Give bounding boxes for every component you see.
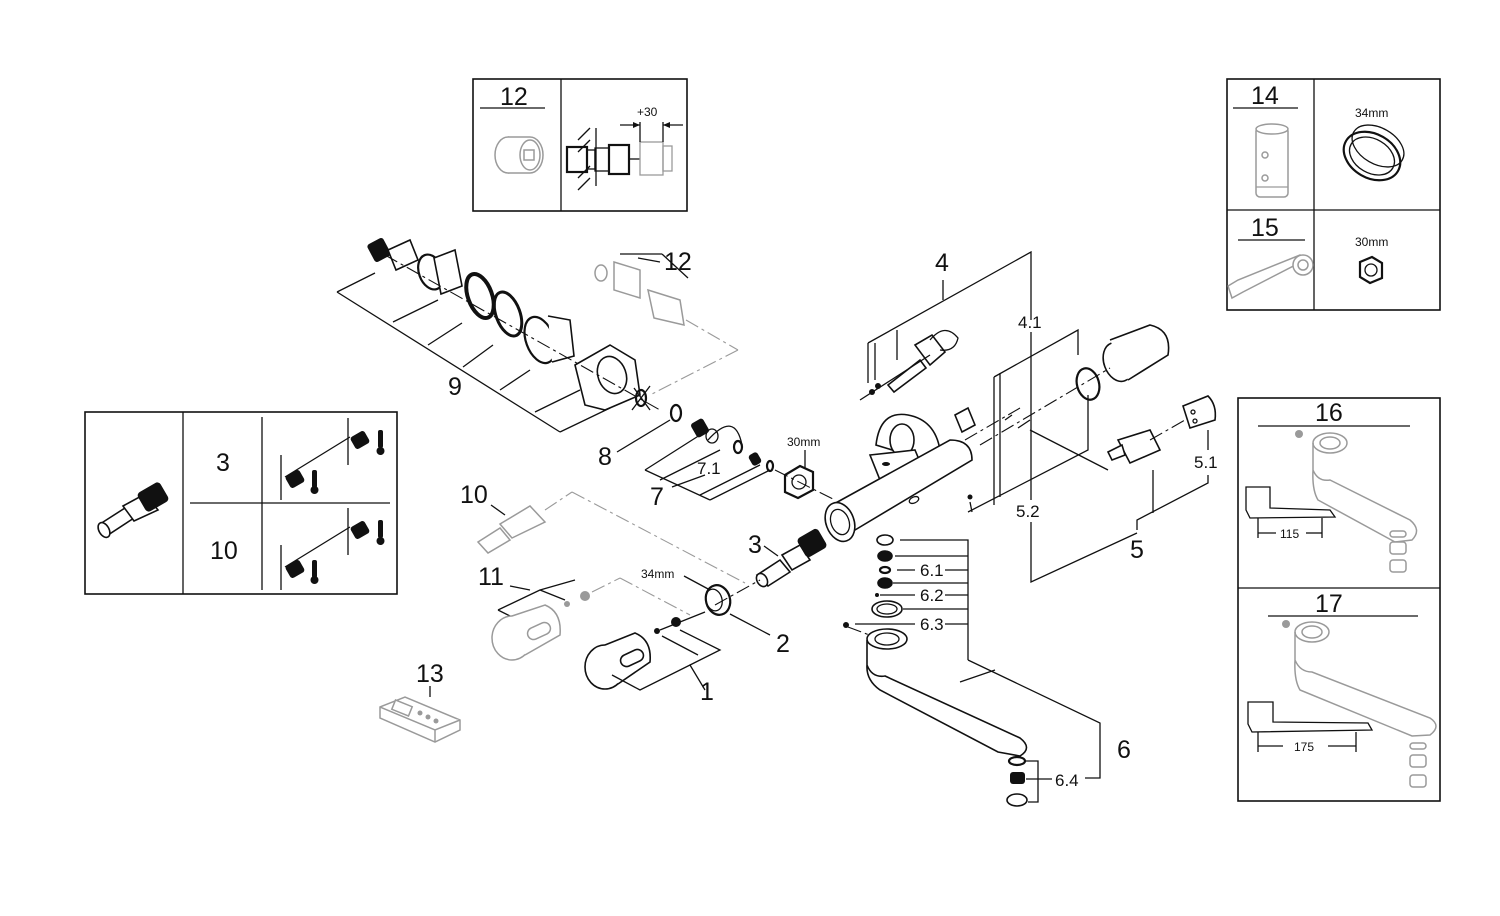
s-union-icon xyxy=(367,238,420,272)
rosette-icon xyxy=(574,344,641,411)
grey-handle-icon xyxy=(491,604,561,661)
part-7-label: 7 xyxy=(650,483,664,511)
inset-label-10: 10 xyxy=(210,537,238,565)
part-2-nut: 34mm 2 xyxy=(641,567,790,658)
check-valve-cartridge-icon xyxy=(97,482,169,539)
part-13-display-unit: 13 xyxy=(379,660,461,743)
thermometer-icon xyxy=(378,520,383,538)
extension-dimension: +30 xyxy=(637,105,658,119)
part-12-label: 12 xyxy=(664,248,692,276)
hot-cold-orientation-3-icon xyxy=(280,418,385,500)
part-6-spout-assembly: 6.1 6.2 6.3 6 6.4 xyxy=(843,534,1131,807)
part-11-handle-grey: 11 xyxy=(478,563,691,661)
handle-icon xyxy=(584,632,652,690)
spout-17-length: 175 xyxy=(1294,740,1314,754)
spout-17-label: 17 xyxy=(1315,590,1343,618)
part-6-label: 6 xyxy=(1117,736,1131,764)
inset-label-3: 3 xyxy=(216,449,230,477)
part-1-temperature-handle: 1 xyxy=(584,611,722,706)
part-1-label: 1 xyxy=(700,678,714,706)
part-3-check-cartridge: 3 xyxy=(714,528,827,606)
spout-175-icon xyxy=(1247,620,1437,788)
part-4-thermostat-cartridge: 4 4.1 xyxy=(859,249,1042,500)
wall-section-icon xyxy=(565,122,683,191)
part-6-3-label: 6.3 xyxy=(920,615,944,634)
part-7-check-valve: 7.1 7 xyxy=(644,418,775,511)
threaded-sleeve-icon xyxy=(523,315,575,365)
nut-30mm-label: 30mm xyxy=(787,435,820,449)
socket-wrench-tool-icon xyxy=(1255,123,1289,198)
part-8-label: 8 xyxy=(598,443,612,471)
inset-12-label: 12 xyxy=(500,83,528,111)
mixer-body xyxy=(824,413,973,543)
inset-16-17-spouts: 16 115 17 xyxy=(1237,397,1441,802)
spout-16-label: 16 xyxy=(1315,399,1343,427)
thermometer-icon xyxy=(378,430,383,448)
part-5-1-label: 5.1 xyxy=(1194,453,1218,472)
spout-115-icon xyxy=(1245,430,1418,573)
nut-30mm: 30mm xyxy=(774,435,836,501)
part-5-label: 5 xyxy=(1130,536,1144,564)
handle-cap-icon xyxy=(1102,324,1170,383)
seal-ring-icon xyxy=(464,272,496,320)
part-7-1-label: 7.1 xyxy=(697,459,721,478)
part-2-label: 2 xyxy=(776,630,790,658)
inset-14-15-tools: 14 34mm 15 30mm xyxy=(1226,78,1441,311)
tool-14-size: 34mm xyxy=(1355,106,1388,120)
part-13-label: 13 xyxy=(416,660,444,688)
part-4-1-label: 4.1 xyxy=(1018,313,1042,332)
part-5-handle-assembly: 5.1 5 5.2 xyxy=(953,324,1218,584)
part-3-label: 3 xyxy=(748,531,762,559)
clip-holder-icon xyxy=(953,406,977,434)
part-6-2-label: 6.2 xyxy=(920,586,944,605)
tool-15-label: 15 xyxy=(1251,214,1279,242)
handle-clip-icon xyxy=(1106,429,1162,465)
part-11-label: 11 xyxy=(478,563,504,591)
tool-15-size: 30mm xyxy=(1355,235,1388,249)
extension-piece-icon xyxy=(494,136,544,174)
open-end-wrench-icon xyxy=(1227,254,1314,300)
part-6-1-label: 6.1 xyxy=(920,561,944,580)
hot-cold-orientation-10-icon xyxy=(280,508,385,590)
part-10-label: 10 xyxy=(460,481,488,509)
part-12-extension: 12 xyxy=(594,248,739,396)
thermometer-icon xyxy=(312,470,317,488)
inset-12-extension: 12 +30 xyxy=(472,78,688,212)
nut-34mm-label: 34mm xyxy=(641,567,674,581)
part-4-label: 4 xyxy=(935,249,949,277)
part-6-4-label: 6.4 xyxy=(1055,771,1079,790)
swivel-spout-icon xyxy=(866,628,1028,757)
filter-washer-icon xyxy=(631,385,651,411)
spout-16-length: 115 xyxy=(1280,527,1299,541)
part-8-filter: 8 xyxy=(598,403,683,471)
part-9-connection-set: 9 xyxy=(336,238,661,433)
handle-insert-icon xyxy=(1182,395,1217,430)
tool-14-label: 14 xyxy=(1251,82,1279,110)
part-5-2-label: 5.2 xyxy=(1016,502,1040,521)
part-10-cartridge-grey: 10 xyxy=(460,481,746,584)
nut-30mm-icon xyxy=(1358,255,1384,285)
flange-icon xyxy=(417,248,463,296)
nut-34mm-icon xyxy=(1342,124,1405,182)
inset-3-10-cartridges: 3 10 xyxy=(84,411,398,595)
part-9-label: 9 xyxy=(448,373,462,401)
thermometer-icon xyxy=(312,560,317,578)
